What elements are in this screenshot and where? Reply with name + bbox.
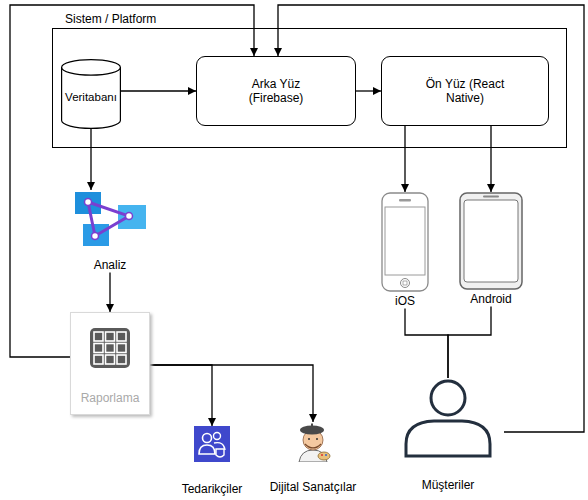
- node-label: Tedarikçiler: [182, 482, 243, 496]
- frontend-box: Ön Yüz (React Native): [381, 56, 549, 126]
- node-label: Raporlama: [81, 391, 140, 405]
- android-node: Android: [458, 192, 524, 306]
- node-label: Analiz: [94, 258, 127, 272]
- reporting-node: Raporlama: [70, 312, 150, 415]
- backend-box: Arka Yüz (Firebase): [196, 56, 356, 126]
- node-label: iOS: [395, 294, 415, 308]
- node-label: Android: [470, 292, 511, 306]
- connector-line: [90, 129, 91, 190]
- digital-artist-icon: [293, 422, 333, 462]
- connector-line: [150, 365, 313, 422]
- connector-line: [356, 90, 381, 91]
- report-grid-icon: [89, 327, 131, 369]
- customer-node: Müşteriler: [392, 378, 504, 492]
- connector-line: [490, 126, 491, 192]
- connector-line: [448, 306, 491, 378]
- connector-line: [109, 272, 110, 312]
- node-label: Arka Yüz (Firebase): [235, 77, 317, 106]
- ios-phone-icon: [381, 192, 429, 292]
- suppliers-icon: [194, 426, 230, 462]
- connector-line: [405, 308, 448, 378]
- customer-person-icon: [398, 378, 498, 458]
- database-node: Veritabanı: [61, 59, 121, 129]
- system-platform-group: Sistem / PlatformVeritabanıArka Yüz (Fir…: [52, 28, 567, 148]
- ios-node: iOS: [378, 192, 432, 308]
- analytics-node: Analiz: [72, 190, 148, 272]
- connector-line: [121, 90, 196, 91]
- android-phone-icon: [459, 192, 523, 290]
- connector-line: [404, 126, 405, 192]
- analytics-icon: [73, 190, 147, 248]
- node-label: Dijital Sanatçılar: [270, 480, 357, 494]
- supplier-node: Tedarikçiler: [172, 426, 252, 496]
- node-label: Müşteriler: [422, 478, 475, 492]
- artist-node: Dijital Sanatçılar: [255, 422, 371, 494]
- node-label: Veritabanı: [65, 91, 117, 105]
- connector-line: [150, 365, 212, 426]
- group-heading: Sistem / Platform: [63, 12, 158, 26]
- node-label: Ön Yüz (React Native): [420, 77, 510, 106]
